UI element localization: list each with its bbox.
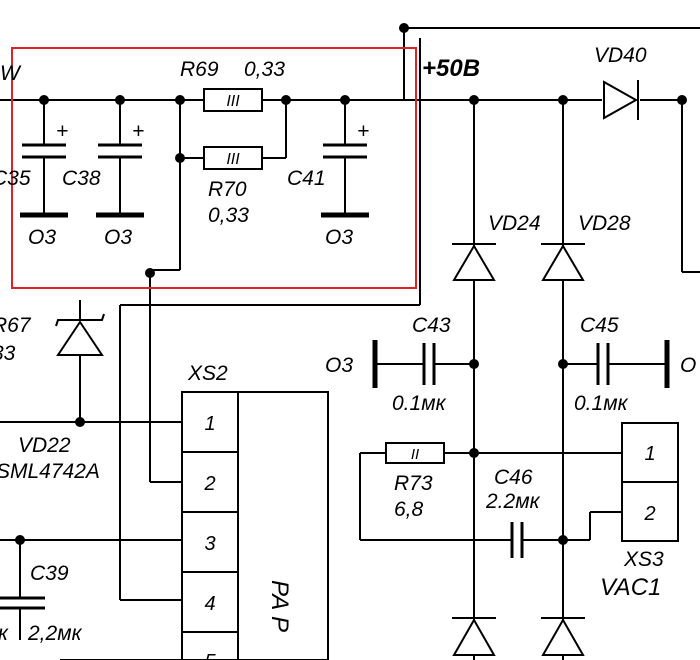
c35-ref: C35 bbox=[0, 167, 31, 190]
diode-vd24 bbox=[452, 244, 496, 281]
c45-value: 0.1мк bbox=[574, 392, 629, 415]
junction-dots bbox=[15, 23, 687, 545]
vd28-ref: VD28 bbox=[578, 212, 631, 235]
xs2-block-text: PA P bbox=[266, 580, 293, 632]
connector-xs2-body bbox=[181, 391, 239, 660]
c43-ref: C43 bbox=[412, 314, 451, 337]
c45-ground-label: O bbox=[680, 354, 696, 377]
resistor-r70 bbox=[203, 146, 263, 170]
vd22-part: SML4742A bbox=[0, 460, 100, 483]
r67-value: 33 bbox=[0, 342, 16, 365]
c38-plus: + bbox=[132, 120, 144, 143]
wires bbox=[0, 27, 700, 660]
c43-ground-label: O3 bbox=[325, 354, 353, 377]
diode-vd28 bbox=[541, 244, 585, 281]
r69-value: 0,33 bbox=[244, 58, 285, 81]
r69-mark: III bbox=[226, 93, 240, 110]
diode-bottom-right bbox=[541, 617, 585, 656]
vd40-ref: VD40 bbox=[594, 44, 647, 67]
xs2-ref: XS2 bbox=[187, 362, 228, 385]
c41-ground-label: O3 bbox=[325, 226, 353, 249]
r70-mark: III bbox=[226, 151, 240, 168]
vd22-ref: VD22 bbox=[18, 434, 71, 457]
left-cap-value-clipped: к bbox=[0, 622, 9, 645]
c38-ground-label: O3 bbox=[104, 226, 132, 249]
xs2-pin-5: 5 bbox=[204, 651, 216, 660]
c41-plus: + bbox=[357, 120, 369, 143]
xs3-pin-2: 2 bbox=[643, 503, 655, 525]
resistor-r69 bbox=[203, 88, 263, 112]
xs2-pin-3: 3 bbox=[204, 533, 215, 555]
xs3-pin-1: 1 bbox=[644, 443, 655, 465]
xs3-ref: XS3 bbox=[623, 548, 664, 571]
vd24-ref: VD24 bbox=[488, 212, 541, 235]
r70-value: 0,33 bbox=[208, 204, 249, 227]
r73-value: 6,8 bbox=[394, 498, 424, 521]
diode-bottom-left bbox=[452, 617, 496, 656]
rail-label: +50В bbox=[422, 55, 480, 82]
r70-ref: R70 bbox=[208, 178, 247, 201]
c39-value: 2,2мк bbox=[27, 622, 83, 645]
xs3-name: VAC1 bbox=[600, 574, 661, 601]
r73-ref: R73 bbox=[394, 472, 433, 495]
label-left-top: W bbox=[0, 62, 22, 85]
r67-ref: R67 bbox=[0, 314, 32, 337]
c43-value: 0.1мк bbox=[392, 392, 447, 415]
r73-mark: II bbox=[411, 446, 419, 463]
c35-ground-label: O3 bbox=[28, 226, 56, 249]
connector-xs2-label-block bbox=[237, 391, 329, 660]
c41-ref: C41 bbox=[287, 167, 326, 190]
highlight-box bbox=[11, 47, 417, 289]
r69-ref: R69 bbox=[180, 58, 219, 81]
c39-ref: C39 bbox=[30, 562, 69, 585]
xs2-pin-1: 1 bbox=[204, 413, 215, 435]
c46-value: 2.2мк bbox=[485, 490, 541, 513]
c38-ref: C38 bbox=[62, 167, 101, 190]
xs2-pin-4: 4 bbox=[204, 593, 215, 615]
xs2-pin-2: 2 bbox=[203, 473, 215, 495]
c35-plus: + bbox=[56, 120, 68, 143]
c46-ref: C46 bbox=[494, 466, 533, 489]
resistor-r73 bbox=[385, 442, 445, 464]
diode-vd40 bbox=[603, 80, 639, 120]
zener-vd22 bbox=[56, 320, 104, 356]
c45-ref: C45 bbox=[580, 314, 619, 337]
